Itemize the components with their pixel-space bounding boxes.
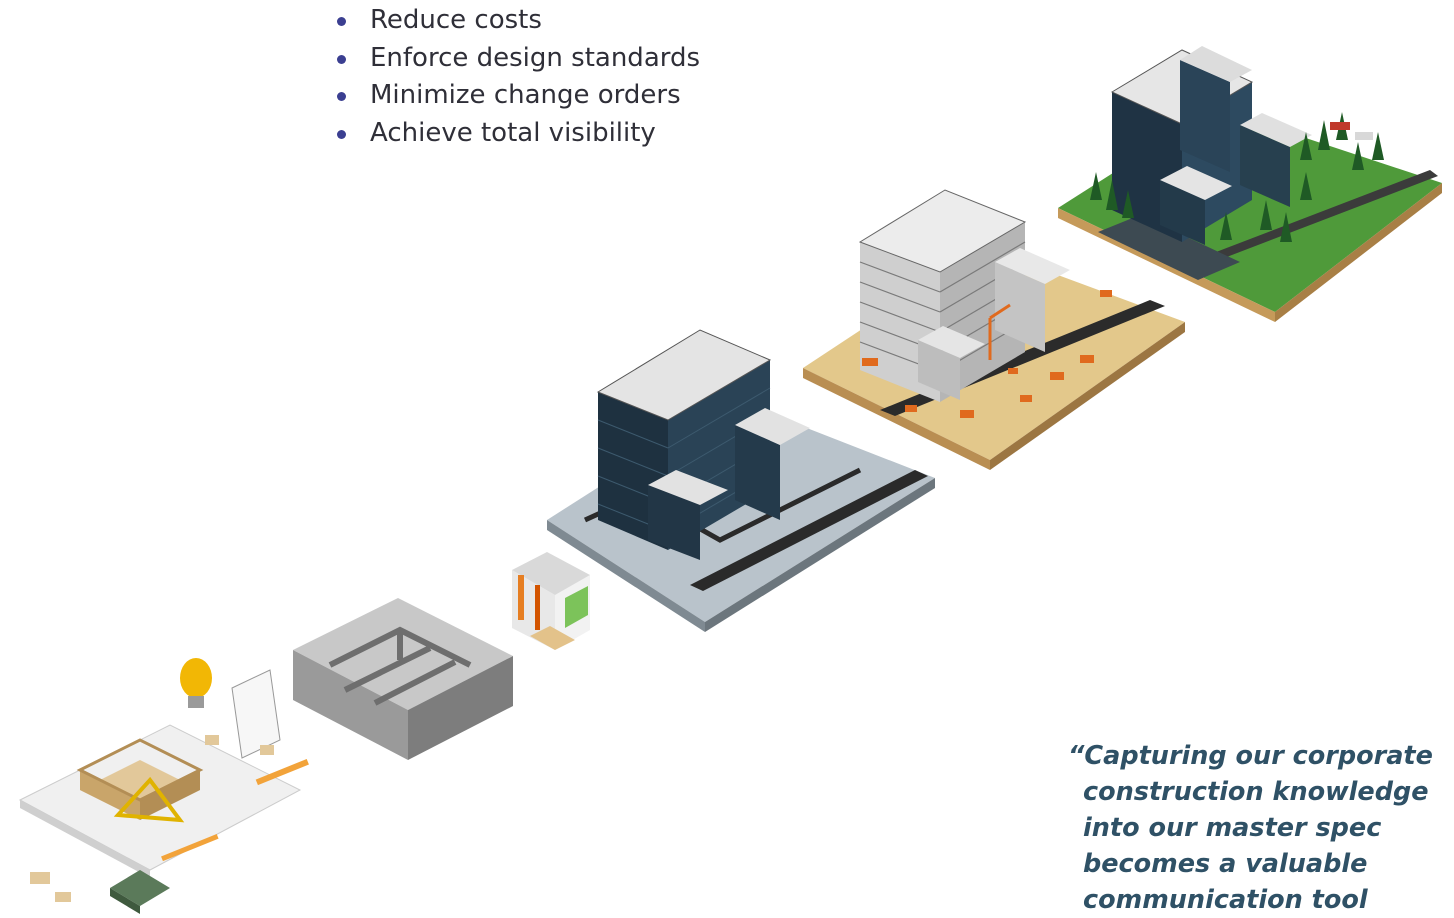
wall-section-stage <box>512 552 590 650</box>
benefit-item: Achieve total visibility <box>330 115 700 153</box>
quote-line: communication tool <box>1083 885 1368 915</box>
benefit-label: Enforce design standards <box>370 42 701 73</box>
quote-line: “Capturing our corporate <box>1068 741 1433 771</box>
benefit-item: Enforce design standards <box>330 40 700 78</box>
floor-plan-shell-stage <box>293 598 513 760</box>
completed-model-stage <box>547 329 935 632</box>
bullet-icon <box>337 92 346 101</box>
finished-campus-stage <box>1058 46 1442 322</box>
construction-site-stage <box>803 189 1185 470</box>
benefit-label: Minimize change orders <box>370 80 681 110</box>
bullet-icon <box>337 129 346 139</box>
benefit-item: Minimize change orders <box>330 77 700 115</box>
blueprint-stage <box>18 658 309 914</box>
benefits-list: Reduce costs Enforce design standards Mi… <box>330 2 700 152</box>
bullet-icon <box>337 17 346 26</box>
benefit-label: Achieve total visibility <box>370 117 656 148</box>
benefit-label: Reduce costs <box>370 5 542 35</box>
quote-line: into our master spec <box>1083 813 1382 843</box>
bullet-icon <box>337 54 346 64</box>
quote-line: construction knowledge <box>1083 777 1429 807</box>
customer-quote: “Capturing our corporate construction kn… <box>1068 738 1454 918</box>
quote-line: becomes a valuable <box>1083 849 1368 879</box>
benefit-item: Reduce costs <box>330 2 700 40</box>
